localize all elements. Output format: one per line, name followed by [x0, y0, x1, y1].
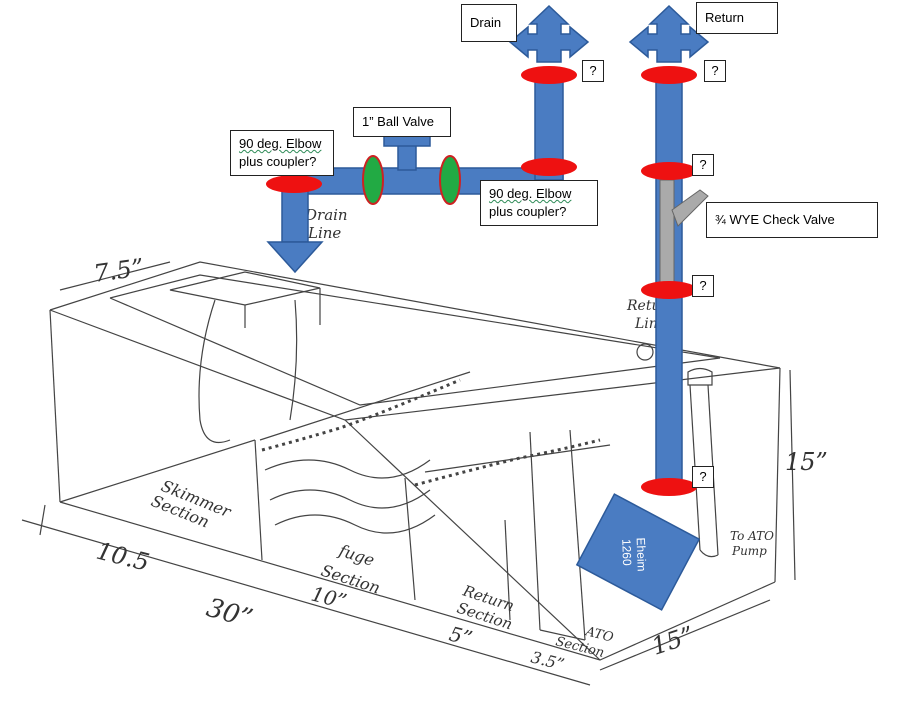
ato-section-1: ATO	[583, 624, 615, 646]
dim-10-5: 10.5	[94, 537, 153, 577]
elbow-left-line2: plus coupler?	[239, 154, 317, 169]
elbow-left-line1: 90 deg. Elbow	[239, 136, 322, 151]
pump-label-line2: 1260	[619, 539, 634, 566]
sketch-labels: 7.5” 15” 10.5 30” 10” 5” 3.5” 15” Skimme…	[92, 206, 828, 674]
eheim-pump: Eheim 1260	[575, 493, 701, 611]
return-label: Return	[696, 2, 778, 34]
dim-7-5: 7.5”	[92, 253, 146, 288]
drain-line-1: Drain	[304, 206, 348, 224]
coupler-return-bottom	[641, 478, 697, 496]
couplers	[266, 66, 697, 496]
dim-15-height: 15”	[785, 448, 828, 476]
tank-sketch	[21, 261, 796, 686]
return-plumbing	[628, 4, 710, 491]
drain-label: Drain	[461, 4, 517, 42]
elbow-right-line1: 90 deg. Elbow	[489, 186, 572, 201]
check-valve-wye-branch	[671, 189, 709, 227]
coupler-drain-top	[521, 66, 577, 84]
elbow-right-line2: plus coupler?	[489, 204, 567, 219]
drain-cross-arrow	[508, 4, 590, 63]
ball-valves	[362, 155, 461, 205]
return-cross-arrow	[628, 4, 710, 63]
question-drain-top: ?	[582, 60, 604, 82]
to-ato-pump-2: Pump	[731, 544, 767, 558]
ball-valve-label: 1” Ball Valve	[353, 107, 451, 137]
pump-label-line1: Eheim	[634, 537, 649, 571]
ball-valve-handle	[383, 135, 431, 147]
coupler-return-top	[641, 66, 697, 84]
elbow-left-label: 90 deg. Elbow plus coupler?	[230, 130, 334, 176]
to-ato-pump-1: To ATO	[730, 529, 774, 543]
coupler-return-upper	[641, 162, 697, 180]
dim-30: 30”	[203, 593, 256, 635]
coupler-left-elbow	[266, 175, 322, 193]
question-return-top: ?	[704, 60, 726, 82]
dim-15-depth: 15”	[648, 621, 697, 661]
elbow-right-label: 90 deg. Elbow plus coupler?	[480, 180, 598, 226]
dim-5: 5”	[447, 622, 475, 651]
wye-check-valve-label: ¾ WYE Check Valve	[706, 202, 878, 238]
coupler-return-middle	[641, 281, 697, 299]
coupler-drain-elbow	[521, 158, 577, 176]
question-return-middle: ?	[692, 275, 714, 297]
check-valve-body	[659, 179, 675, 291]
question-return-bottom: ?	[692, 466, 714, 488]
drain-line-2: Line	[307, 224, 341, 242]
drain-down-arrow	[266, 241, 324, 274]
question-return-upper: ?	[692, 154, 714, 176]
dim-3-5: 3.5”	[529, 647, 566, 674]
ball-valve-left	[362, 155, 384, 205]
ball-valve-right	[439, 155, 461, 205]
